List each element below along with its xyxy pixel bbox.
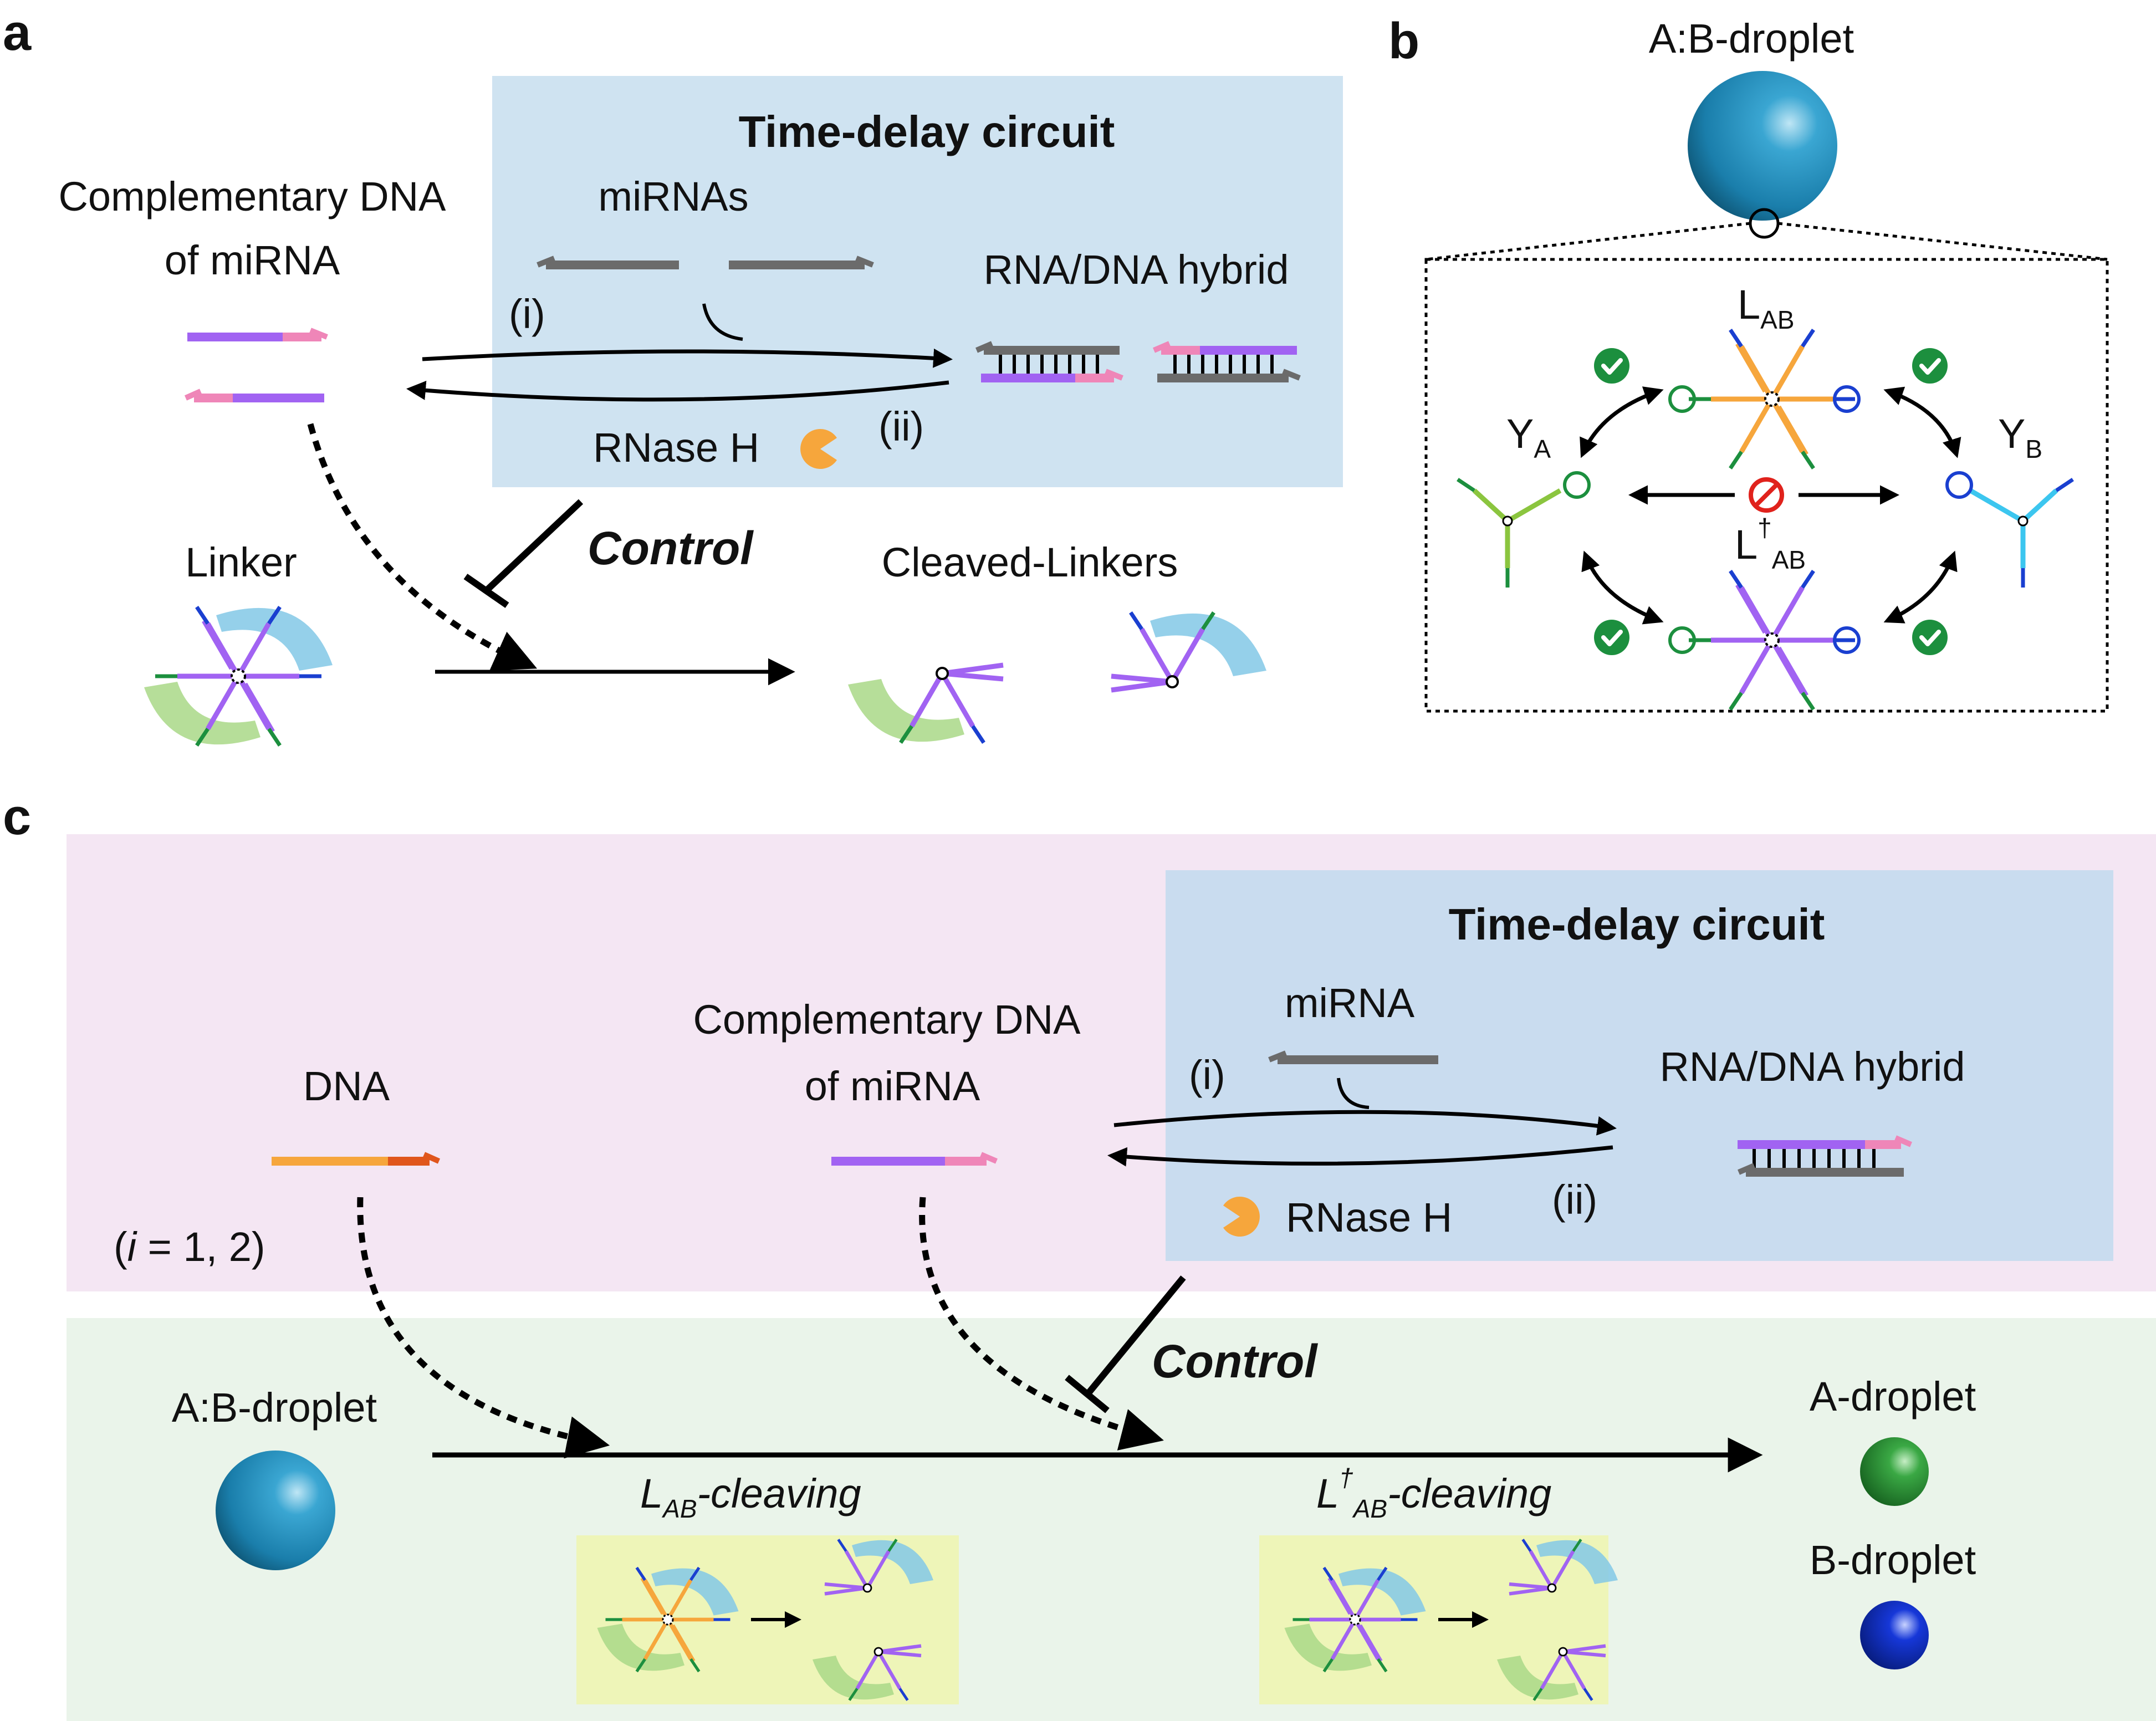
binding-arrow-yb-ldag bbox=[1883, 550, 1958, 624]
forbidden-icon bbox=[1749, 477, 1784, 513]
zoom-lines bbox=[1426, 222, 2108, 261]
lab-cleaving-after-2 bbox=[813, 1646, 921, 1700]
linker-label: Linker bbox=[185, 539, 297, 585]
ldag-cleaving-label: L†AB-cleaving bbox=[1316, 1463, 1551, 1523]
ab-droplet-label-b: A:B-droplet bbox=[1649, 16, 1854, 62]
panel-a-letter: a bbox=[3, 4, 32, 61]
rna-dna-hybrid-a-2 bbox=[1153, 341, 1301, 382]
mirna-strands-a bbox=[537, 256, 874, 269]
ab-droplet-sphere-b bbox=[1688, 71, 1837, 221]
ldag-cleaving-before bbox=[1284, 1567, 1426, 1672]
panel-b-letter: b bbox=[1388, 13, 1419, 69]
step-ii-label-c: (ii) bbox=[1552, 1177, 1597, 1223]
lab-green-end bbox=[1668, 385, 1696, 413]
complementary-dna-label-c-1: Complementary DNA bbox=[693, 997, 1081, 1043]
ldag-star bbox=[1689, 571, 1855, 709]
dotted-arrow-dna bbox=[357, 1197, 610, 1459]
lab-cleaving-after-1 bbox=[825, 1540, 933, 1594]
a-droplet-label: A-droplet bbox=[1810, 1373, 1976, 1419]
dna-strand bbox=[272, 1152, 441, 1166]
rna-dna-hybrid-label-c: RNA/DNA hybrid bbox=[1659, 1044, 1965, 1090]
binding-arrow-ya-lab bbox=[1580, 386, 1664, 458]
yb-label: YB bbox=[1998, 411, 2042, 463]
ya-trimer bbox=[1457, 478, 1562, 588]
mirna-strand-c bbox=[1268, 1050, 1438, 1064]
control-inhibit-arrow-a bbox=[463, 499, 584, 608]
ldag-label: L†AB bbox=[1735, 513, 1806, 574]
zoom-box bbox=[1424, 258, 2109, 713]
forward-arrow-i-a bbox=[422, 348, 953, 368]
rnase-h-label-a: RNase H bbox=[593, 425, 759, 471]
mirnas-label: miRNAs bbox=[598, 173, 748, 219]
rna-dna-hybrid-a-1 bbox=[975, 341, 1123, 382]
a-droplet-sphere bbox=[1860, 1437, 1929, 1506]
check-icon bbox=[1594, 348, 1629, 384]
mirna-joining-curve-c bbox=[1337, 1077, 1370, 1109]
yb-trimer bbox=[1969, 478, 2074, 588]
step-ii-label-a: (ii) bbox=[878, 404, 924, 450]
panel-c-letter: c bbox=[3, 789, 31, 845]
rna-dna-hybrid-c bbox=[1738, 1135, 1912, 1177]
ldag-cleaving-after-2 bbox=[1497, 1646, 1606, 1700]
complementary-dna-label-c-2: of miRNA bbox=[805, 1063, 980, 1109]
ya-label: YA bbox=[1506, 411, 1551, 463]
forward-arrow-i-c bbox=[1113, 1110, 1617, 1136]
control-label-c: Control bbox=[1152, 1335, 1318, 1387]
time-delay-circuit-box-a bbox=[492, 76, 1343, 487]
ldag-green-end bbox=[1668, 626, 1696, 654]
ya-green-end bbox=[1563, 471, 1591, 499]
rnase-h-label-c: RNase H bbox=[1286, 1194, 1452, 1240]
step-i-label-c: (i) bbox=[1189, 1052, 1225, 1098]
complementary-dna-strands-a bbox=[184, 328, 328, 402]
b-droplet-label: B-droplet bbox=[1810, 1537, 1976, 1583]
control-inhibit-arrow-c bbox=[1065, 1275, 1186, 1413]
reverse-arrow-ii-a bbox=[406, 380, 949, 402]
linker-icon bbox=[144, 607, 333, 745]
step-i-label-a: (i) bbox=[509, 291, 545, 337]
index-label: (i = 1, 2) bbox=[114, 1224, 265, 1270]
check-icon bbox=[1912, 348, 1948, 384]
complementary-dna-strand-c bbox=[831, 1152, 998, 1166]
rna-dna-hybrid-label-a: RNA/DNA hybrid bbox=[983, 247, 1289, 293]
circuit-title-a: Time-delay circuit bbox=[739, 107, 1115, 156]
dotted-arrow-complementary bbox=[919, 1197, 1164, 1451]
green-band bbox=[67, 1318, 2156, 1721]
lab-cleaving-label: LAB-cleaving bbox=[640, 1470, 861, 1523]
check-icon bbox=[1912, 620, 1948, 655]
lab-blue-end bbox=[1833, 385, 1861, 413]
ldag-blue-end bbox=[1833, 626, 1861, 654]
binding-arrow-ya-ldag bbox=[1581, 550, 1664, 625]
complementary-dna-label-a-2: of miRNA bbox=[165, 237, 340, 283]
check-icon bbox=[1594, 620, 1629, 655]
ldag-cleaving-after-1 bbox=[1509, 1540, 1618, 1594]
binding-arrow-yb-lab bbox=[1883, 386, 1961, 458]
lab-cleaving-before bbox=[597, 1567, 739, 1672]
b-droplet-sphere bbox=[1860, 1601, 1929, 1669]
lab-label: LAB bbox=[1738, 282, 1795, 334]
cleaved-linkers-label: Cleaved-Linkers bbox=[882, 539, 1178, 585]
ab-droplet-sphere-c bbox=[216, 1451, 335, 1570]
time-delay-circuit-box-c bbox=[1166, 870, 2113, 1261]
mirna-joining-curve-a bbox=[702, 303, 743, 341]
circuit-title-c: Time-delay circuit bbox=[1449, 900, 1825, 949]
control-label-a: Control bbox=[587, 522, 754, 574]
ab-droplet-label-c: A:B-droplet bbox=[172, 1385, 377, 1431]
mirna-label-c: miRNA bbox=[1285, 980, 1415, 1026]
complementary-dna-label-a-1: Complementary DNA bbox=[58, 173, 446, 219]
cleaved-linker-1 bbox=[848, 665, 1003, 743]
yb-blue-end bbox=[1945, 471, 1973, 499]
cleaved-linker-2 bbox=[1111, 612, 1266, 690]
dna-label: DNA bbox=[303, 1063, 390, 1109]
lab-star bbox=[1689, 330, 1855, 468]
dotted-arrow-a bbox=[307, 423, 538, 671]
reverse-arrow-ii-c bbox=[1107, 1145, 1613, 1167]
